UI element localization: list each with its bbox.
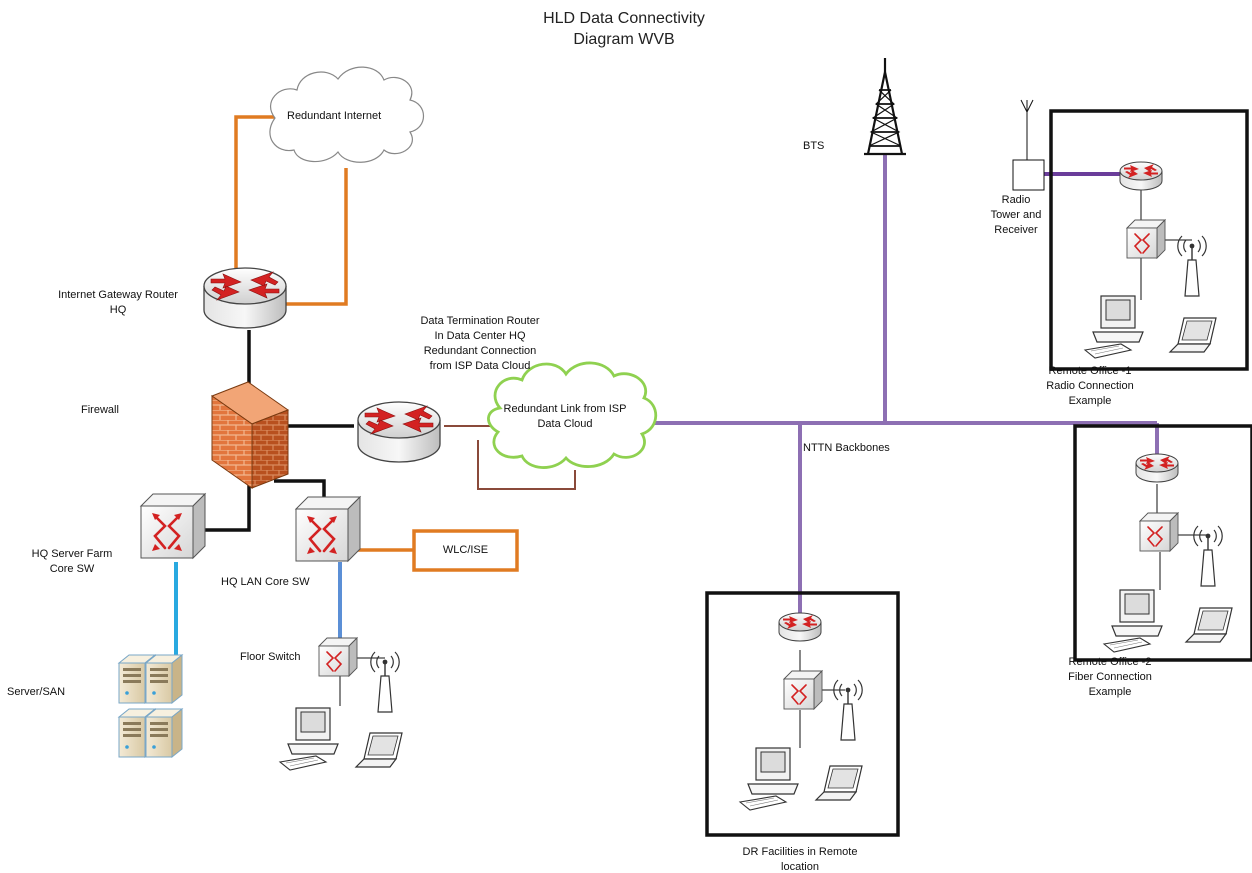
hq-lan-links	[204, 330, 354, 532]
wlc-ise-box	[412, 529, 519, 572]
dtr-label-line-4: from ISP Data Cloud	[429, 360, 531, 372]
dr-ap-icon	[833, 679, 863, 741]
diagram-title: HLD Data Connectivity Diagram WVB	[526, 8, 722, 50]
firewall-label: Firewall	[81, 404, 119, 416]
firewall-icon	[210, 381, 290, 489]
server-farm-core-switch-icon	[139, 492, 207, 560]
ro2-router-icon	[1135, 453, 1179, 483]
lan-core-switch-icon	[294, 495, 362, 563]
floor-pc-icon	[279, 707, 339, 771]
isp-data-cloud	[487, 361, 658, 469]
data-termination-router-icon	[357, 401, 441, 463]
floor-ap-icon	[370, 651, 400, 713]
lan-core-switch-label: HQ LAN Core SW	[221, 576, 310, 588]
gateway-router-label: Internet Gateway Router HQ	[40, 288, 196, 318]
ro1-router-icon	[1119, 161, 1163, 191]
radio-label-line-1: Radio	[1001, 194, 1031, 206]
ro2-label-line-1: Remote Office -2	[1068, 656, 1152, 668]
dr-facilities-label: DR Facilities in Remote location	[712, 845, 888, 873]
dtr-label-line-2: In Data Center HQ	[434, 330, 526, 342]
remote-office-1-box	[1049, 109, 1249, 371]
dr-pc-icon	[739, 747, 799, 811]
dtr-label-line-3: Redundant Connection	[423, 345, 537, 357]
redundant-internet-label: Redundant Internet	[287, 110, 382, 122]
remote-office-1-label: Remote Office -1 Radio Connection Exampl…	[1030, 364, 1150, 409]
ro2-label-line-2: Fiber Connection	[1068, 671, 1152, 683]
nttn-backbones-label: NTTN Backbones	[803, 442, 890, 454]
dr-facility-box	[705, 591, 900, 837]
dr-label-line-1: DR Facilities in Remote	[742, 846, 858, 858]
ro1-ap-icon	[1177, 235, 1207, 297]
dr-router-icon	[778, 612, 822, 642]
isp-link	[444, 425, 576, 490]
radio-label-line-3: Receiver	[994, 224, 1038, 236]
dr-switch-icon	[783, 670, 823, 710]
dr-label-line-2: location	[781, 861, 819, 873]
server-san-label: Server/SAN	[7, 686, 66, 698]
data-termination-router-label: Data Termination Router In Data Center H…	[400, 314, 560, 374]
dtr-label-line-1: Data Termination Router	[420, 315, 540, 327]
gateway-router-label-line-1: Internet Gateway Router	[58, 289, 178, 301]
ro1-laptop-icon	[1169, 317, 1217, 353]
ro1-label-line-2: Radio Connection	[1046, 380, 1134, 392]
ro1-label-line-3: Example	[1068, 395, 1112, 407]
radio-label-line-2: Tower and	[990, 209, 1042, 221]
isp-cloud-label-line-1: Redundant Link from ISP	[503, 403, 627, 415]
bts-label: BTS	[803, 140, 825, 152]
server-farm-switch-label: HQ Server Farm Core SW	[22, 547, 122, 577]
server-san-icon	[118, 654, 183, 758]
radio-tower-label: Radio Tower and Receiver	[976, 193, 1056, 238]
ro1-label-line-1: Remote Office -1	[1048, 365, 1132, 377]
floor-switch-icon	[318, 637, 358, 677]
server-farm-label-line-1: HQ Server Farm	[31, 548, 113, 560]
dr-laptop-icon	[815, 765, 863, 801]
ro1-switch-icon	[1126, 219, 1166, 259]
ro1-pc-icon	[1084, 295, 1144, 359]
floor-switch-label: Floor Switch	[240, 651, 301, 663]
bts-tower-icon	[864, 58, 906, 156]
isp-cloud-label-line-2: Data Cloud	[537, 418, 593, 430]
gateway-router-label-line-2: HQ	[109, 304, 127, 316]
ro2-laptop-icon	[1185, 607, 1233, 643]
remote-office-2-box	[1073, 424, 1252, 662]
ro2-label-line-3: Example	[1088, 686, 1132, 698]
ro2-switch-icon	[1139, 512, 1179, 552]
redundant-internet-cloud	[269, 66, 425, 163]
ro2-pc-icon	[1103, 589, 1163, 653]
floor-laptop-icon	[355, 732, 403, 768]
radio-receiver-icon	[1012, 99, 1045, 191]
title-line-2: Diagram WVB	[573, 31, 675, 48]
server-farm-label-line-2: Core SW	[49, 563, 95, 575]
isp-cloud-label: Redundant Link from ISP Data Cloud	[490, 402, 640, 432]
internet-gateway-router-icon	[203, 267, 287, 329]
wlc-ise-label: WLC/ISE	[442, 544, 489, 556]
remote-office-2-label: Remote Office -2 Fiber Connection Exampl…	[1050, 655, 1170, 700]
title-line-1: HLD Data Connectivity	[543, 10, 705, 27]
